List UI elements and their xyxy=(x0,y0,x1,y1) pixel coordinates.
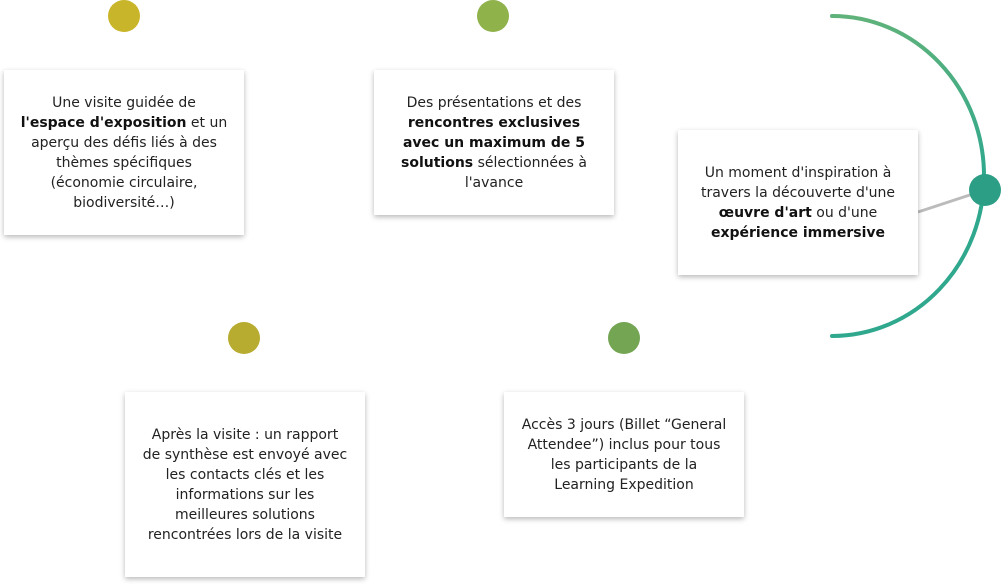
step-card-highlight: rencontres exclusives avec un maximum de… xyxy=(401,114,586,171)
step-card-guided-tour: Une visite guidée de l'espace d'expositi… xyxy=(4,70,244,235)
step-card-access-pass: Accès 3 jours (Billet “General Attendee”… xyxy=(504,392,744,517)
timeline-node-5 xyxy=(608,322,640,354)
step-card-segment: et un aperçu des défis liés à des thèmes… xyxy=(31,114,228,211)
step-card-segment: sélectionnées à l'avance xyxy=(464,154,587,191)
step-card-exclusive-meetings: Des présentations et des rencontres excl… xyxy=(374,70,614,215)
step-card-segment: Une visite guidée de xyxy=(52,94,196,111)
step-card-highlight: œuvre d'art xyxy=(718,204,812,221)
step-card-text: Une visite guidée de l'espace d'expositi… xyxy=(20,93,228,213)
step-card-segment: Après la visite : un rapport de synthèse… xyxy=(142,426,348,543)
timeline-node-2 xyxy=(477,0,509,32)
step-card-report: Après la visite : un rapport de synthèse… xyxy=(125,392,365,577)
step-card-text: Des présentations et des rencontres excl… xyxy=(390,93,598,193)
step-card-segment: Un moment d'inspiration à travers la déc… xyxy=(700,164,896,201)
step-card-segment: Accès 3 jours (Billet “General Attendee”… xyxy=(521,416,727,493)
step-card-segment: Des présentations et des xyxy=(406,94,582,111)
step-card-text: Un moment d'inspiration à travers la déc… xyxy=(694,163,902,243)
step-card-text: Après la visite : un rapport de synthèse… xyxy=(141,425,349,545)
timeline-node-4 xyxy=(228,322,260,354)
step-card-highlight: expérience immersive xyxy=(710,224,885,241)
step-card-segment: ou d'une xyxy=(811,204,878,221)
step-card-highlight: l'espace d'exposition xyxy=(20,114,187,131)
timeline-node-3 xyxy=(969,174,1001,206)
step-card-inspiration: Un moment d'inspiration à travers la déc… xyxy=(678,130,918,275)
step-card-text: Accès 3 jours (Billet “General Attendee”… xyxy=(520,415,728,495)
timeline-node-1 xyxy=(108,0,140,32)
